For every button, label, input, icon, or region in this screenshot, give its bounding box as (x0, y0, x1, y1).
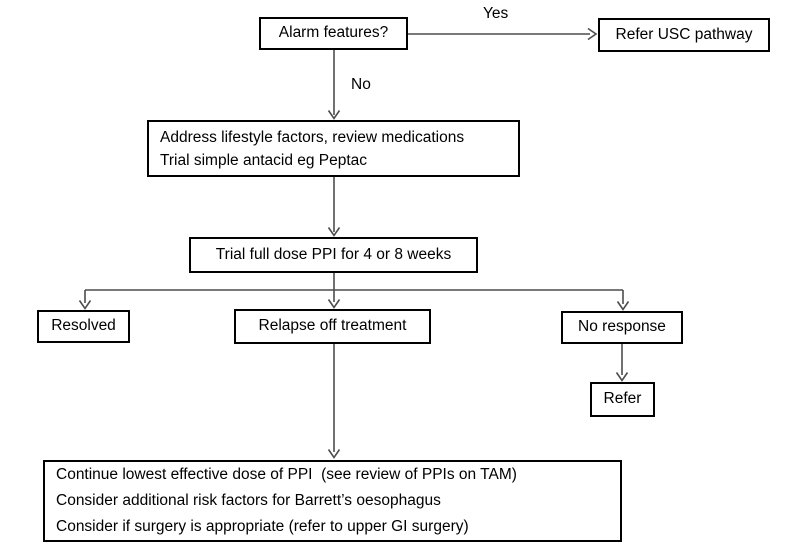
arrowhead-resolved (78, 300, 92, 310)
edge-label-yes: Yes (483, 5, 509, 22)
node-relapse-off-treatment: Relapse off treatment (234, 309, 431, 344)
node-alarm-features-label: Alarm features? (278, 24, 389, 42)
node-continue-line-1: Continue lowest effective dose of PPI (s… (56, 466, 517, 483)
node-resolved: Resolved (37, 310, 130, 343)
node-ppi-trial-label: Trial full dose PPI for 4 or 8 weeks (215, 245, 452, 263)
node-refer-label: Refer (603, 390, 642, 408)
arrowhead-refer-usc (587, 27, 598, 41)
arrowhead-no-response (616, 301, 630, 311)
node-no-response: No response (561, 311, 683, 344)
node-continue-line-2: Consider additional risk factors for Bar… (56, 492, 441, 509)
arrowhead-relapse (327, 299, 341, 309)
node-refer-usc-pathway-label: Refer USC pathway (615, 25, 753, 43)
node-no-response-label: No response (578, 318, 666, 336)
node-continue-ppi-advice: Continue lowest effective dose of PPI (s… (43, 460, 622, 542)
node-resolved-label: Resolved (51, 317, 116, 335)
node-relapse-off-treatment-label: Relapse off treatment (258, 317, 407, 335)
node-lifestyle-line-1: Address lifestyle factors, review medica… (160, 128, 465, 146)
arrowhead-lifestyle (327, 110, 341, 120)
node-lifestyle-antacid: Address lifestyle factors, review medica… (147, 120, 520, 177)
node-lifestyle-line-2: Trial simple antacid eg Peptac (160, 151, 368, 169)
arrowhead-refer (615, 372, 629, 382)
node-refer: Refer (590, 382, 655, 417)
node-alarm-features: Alarm features? (259, 17, 408, 50)
node-refer-usc-pathway: Refer USC pathway (598, 18, 770, 52)
node-ppi-trial: Trial full dose PPI for 4 or 8 weeks (189, 237, 478, 273)
edge-label-no: No (351, 76, 371, 93)
arrowhead-ppi-trial (327, 227, 341, 237)
node-continue-line-3: Consider if surgery is appropriate (refe… (56, 518, 469, 535)
arrowhead-continue (327, 449, 341, 459)
